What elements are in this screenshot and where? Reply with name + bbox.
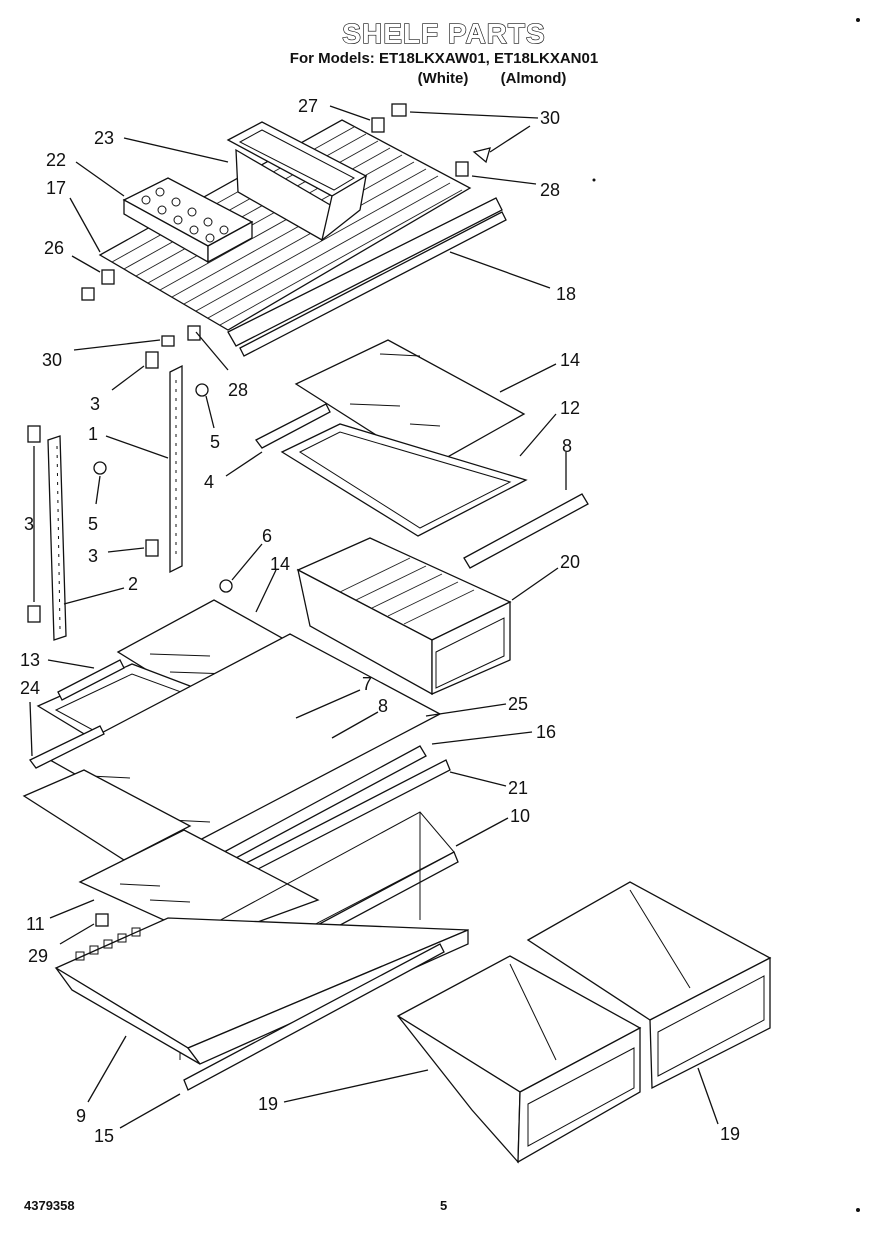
- callout-5-right: 5: [210, 432, 220, 452]
- crisper-drawer-19-left: [396, 955, 642, 1164]
- callout-26: 26: [44, 238, 64, 258]
- clip-29: [95, 913, 109, 927]
- callout-28-top: 28: [540, 180, 560, 200]
- callout-16: 16: [536, 722, 556, 742]
- callout-1: 1: [88, 424, 98, 444]
- callout-6: 6: [262, 526, 272, 546]
- page-number: 5: [440, 1198, 448, 1213]
- color-white: (White): [417, 70, 469, 87]
- callout-30-top: 30: [540, 108, 560, 128]
- callout-25: 25: [508, 694, 528, 714]
- callout-12: 12: [560, 398, 580, 418]
- callout-18: 18: [556, 284, 576, 304]
- wire-shelf-17: [98, 119, 472, 331]
- callout-28-left: 28: [228, 380, 248, 400]
- ladder-rail-1: [145, 351, 183, 574]
- callout-8-middle: 8: [378, 696, 388, 716]
- housing-rail-15: [183, 943, 445, 1091]
- callout-14-upper: 14: [560, 350, 580, 370]
- document-number: 4379358: [24, 1198, 75, 1213]
- shelf-frame-12: [255, 403, 528, 537]
- screws: [93, 383, 233, 593]
- crisper-drawer-19-right: [526, 881, 772, 1090]
- callout-21: 21: [508, 778, 528, 798]
- crisper-housing-9: [54, 917, 469, 1065]
- leader-lines: [29, 105, 719, 1129]
- callout-5-left: 5: [88, 514, 98, 534]
- callout-3-left: 3: [24, 514, 34, 534]
- callout-30-left: 30: [42, 350, 62, 370]
- callout-24: 24: [20, 678, 40, 698]
- callout-15: 15: [94, 1126, 114, 1146]
- callout-3-upper: 3: [90, 394, 100, 414]
- callout-22: 22: [46, 150, 66, 170]
- page-title: SHELF PARTS: [342, 17, 546, 49]
- callout-20: 20: [560, 552, 580, 572]
- callout-2: 2: [128, 574, 138, 594]
- callout-14-middle: 14: [270, 554, 290, 574]
- shelf-frame-24: [22, 725, 192, 861]
- callout-4: 4: [204, 472, 214, 492]
- ice-bin-23: [226, 121, 368, 242]
- color-almond: (Almond): [500, 70, 567, 87]
- callout-11: 11: [26, 914, 45, 934]
- model-numbers: For Models: ET18LKXAW01, ET18LKXAN01: [289, 50, 599, 67]
- callout-8-upper: 8: [562, 436, 572, 456]
- callout-27: 27: [298, 96, 318, 116]
- callout-3-lower: 3: [88, 546, 98, 566]
- callout-17: 17: [46, 178, 66, 198]
- trim-strip-8-upper: [463, 493, 589, 569]
- callout-19-left: 19: [258, 1094, 278, 1114]
- callout-10: 10: [510, 806, 530, 826]
- shelf-rail-18: [227, 197, 507, 357]
- callout-labels: 27 30 23 22 17 28 26 18 30 28 14 3 12 1 …: [20, 96, 740, 1146]
- registration-marks: [592, 18, 860, 1212]
- callout-13: 13: [20, 650, 40, 670]
- callout-9: 9: [76, 1106, 86, 1126]
- ladder-rail-2: [27, 425, 67, 641]
- callout-23: 23: [94, 128, 114, 148]
- callout-19-right: 19: [720, 1124, 740, 1144]
- color-variants: (White) (Almond): [0, 70, 888, 87]
- callout-29: 29: [28, 946, 48, 966]
- ice-cube-tray-22: [122, 177, 254, 264]
- deli-drawer-20: [296, 537, 512, 696]
- callout-7: 7: [362, 674, 372, 694]
- shelf-clips-top: [81, 103, 491, 347]
